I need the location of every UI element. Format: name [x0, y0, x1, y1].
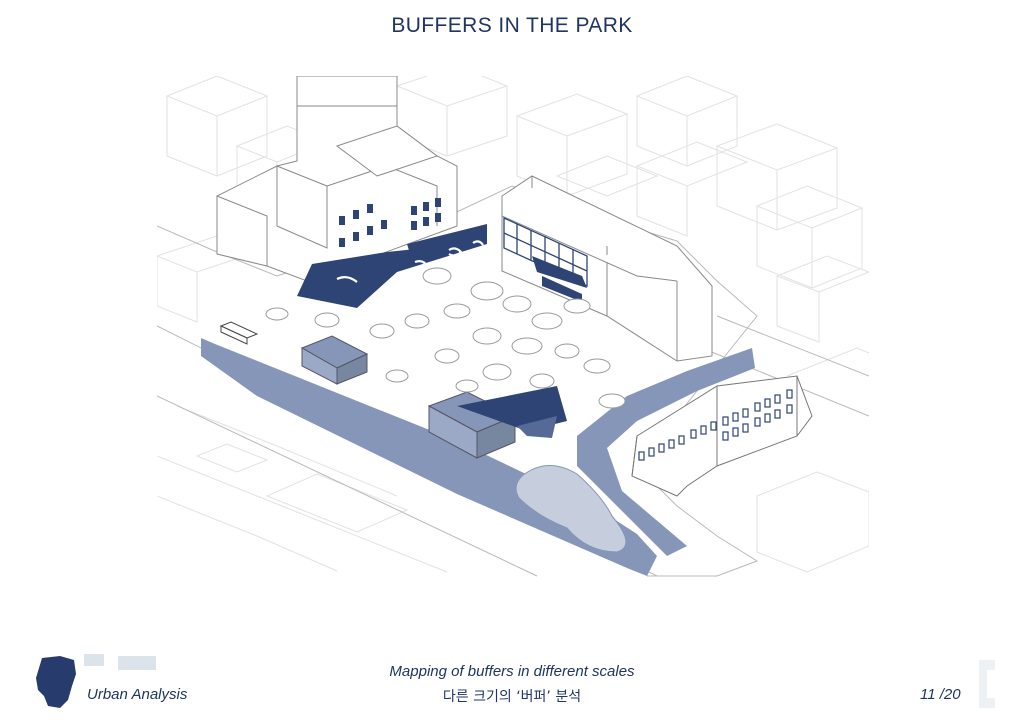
north-building-cluster [216, 76, 458, 282]
southeast-building-windows [638, 389, 793, 461]
map-logo-icon [36, 654, 156, 708]
kiosk [219, 321, 259, 345]
tent-canopy [457, 386, 567, 438]
dark-buffer-marks [336, 240, 484, 283]
footer-subtitle-ko: 다른 크기의 ‘버퍼’ 분석 [442, 689, 582, 705]
pavilion-west [300, 335, 369, 385]
north-building-windows [339, 198, 441, 247]
northeast-building-grid [503, 216, 588, 288]
east-buffer-strip [577, 348, 755, 556]
page-number: 11 /20 [920, 686, 961, 703]
dark-buffer-zones [297, 224, 587, 308]
northeast-building [501, 175, 713, 362]
pond [515, 465, 627, 553]
page-title: BUFFERS IN THE PARK [391, 14, 633, 37]
axonometric-park-drawing [157, 76, 869, 577]
section-label: Urban Analysis [87, 686, 188, 703]
southeast-building [631, 375, 813, 497]
footer-subtitle-en: Mapping of buffers in different scales [389, 663, 635, 680]
pavilion-center [427, 391, 517, 459]
park-trees [265, 267, 626, 409]
bracket-mark-icon [979, 660, 995, 708]
